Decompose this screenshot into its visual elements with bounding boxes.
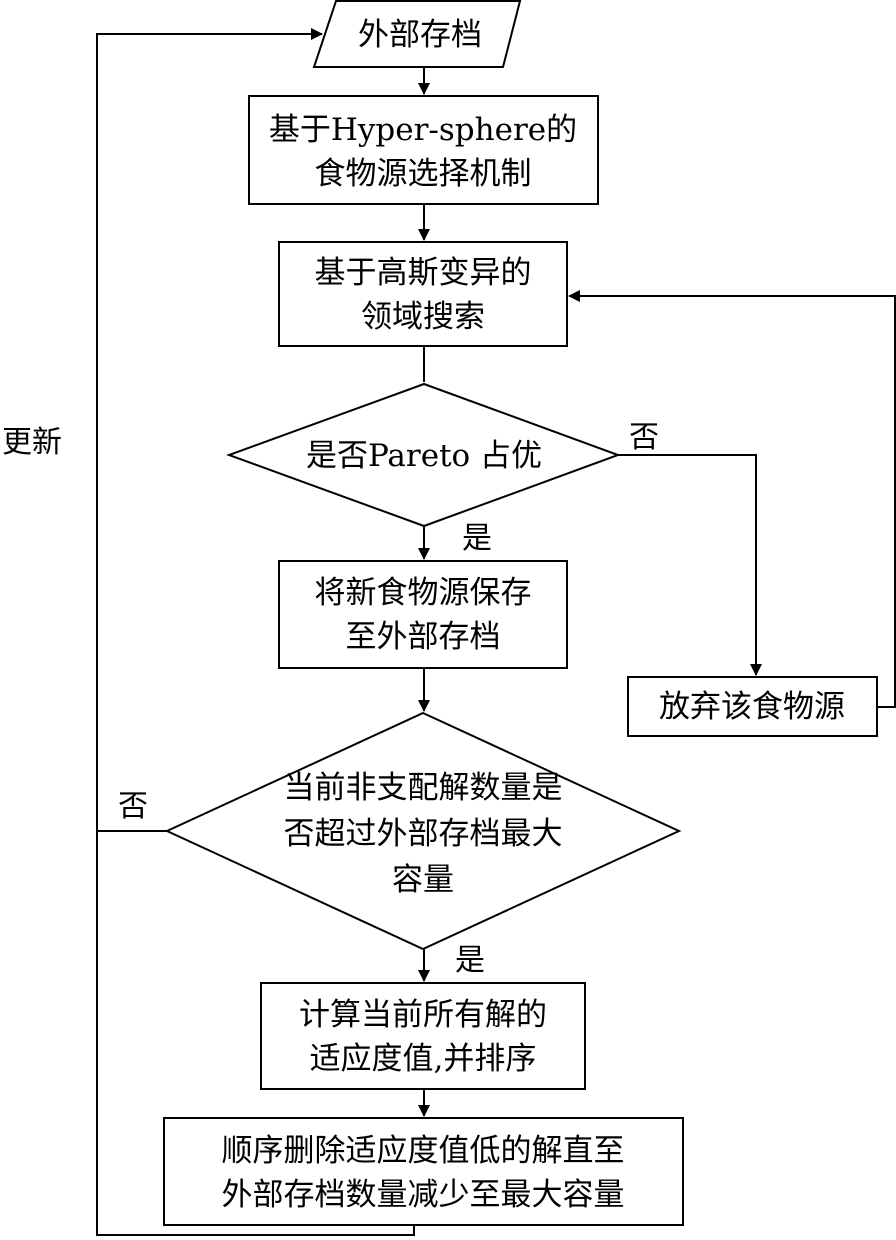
delete-low-fitness-label-line-1: 顺序删除适应度值低的解直至 [222, 1133, 625, 1169]
capacity-check-decision: 当前非支配解数量是 否超过外部存档最大 容量 [164, 711, 682, 951]
capacity-yes-label: 是 [455, 943, 485, 978]
capacity-check-label-line-2: 否超过外部存档最大 [284, 816, 563, 852]
save-food-source-label-line-2: 至外部存档 [346, 619, 501, 655]
external-archive-node: 外部存档 [312, 0, 522, 68]
selection-label-line-2: 食物源选择机制 [315, 156, 532, 192]
edge-pareto-no-to-discard [618, 454, 762, 676]
pareto-yes-label: 是 [462, 521, 492, 556]
neighborhood-search-node: 基于高斯变异的 领域搜索 [278, 241, 568, 347]
edge-discard-to-search [568, 290, 896, 708]
selection-label-line-1: 基于Hyper-sphere的 [269, 112, 577, 148]
save-food-source-node: 将新食物源保存 至外部存档 [278, 560, 568, 669]
edge-update-loop-to-archive [96, 28, 415, 1236]
delete-low-fitness-node: 顺序删除适应度值低的解直至 外部存档数量减少至最大容量 [163, 1117, 684, 1226]
discard-food-source-node: 放弃该食物源 [627, 676, 878, 737]
neighborhood-search-label-line-2: 领域搜索 [361, 299, 485, 335]
neighborhood-search-label-line-1: 基于高斯变异的 [315, 255, 532, 291]
delete-low-fitness-label-line-2: 外部存档数量减少至最大容量 [222, 1177, 625, 1213]
pareto-dominance-label: 是否Pareto 占优 [306, 438, 542, 474]
compute-fitness-label-line-1: 计算当前所有解的 [299, 997, 547, 1033]
save-food-source-label-line-1: 将新食物源保存 [315, 575, 532, 611]
external-archive-label: 外部存档 [358, 17, 482, 53]
compute-fitness-label-line-2: 适应度值,并排序 [310, 1041, 537, 1077]
discard-food-source-label: 放弃该食物源 [659, 689, 845, 725]
pareto-dominance-decision: 是否Pareto 占优 [226, 382, 621, 528]
capacity-no-label: 否 [118, 789, 148, 824]
external-archive-shape [312, 0, 522, 68]
discard-food-source-box [627, 676, 878, 737]
capacity-check-label-line-1: 当前非支配解数量是 [284, 770, 563, 806]
delete-low-fitness-box [163, 1117, 684, 1226]
update-label: 更新 [2, 425, 62, 460]
selection-node: 基于Hyper-sphere的 食物源选择机制 [248, 95, 599, 205]
compute-fitness-node: 计算当前所有解的 适应度值,并排序 [260, 982, 586, 1090]
pareto-no-label: 否 [629, 420, 659, 455]
capacity-check-label-line-3: 容量 [392, 862, 454, 898]
selection-box [248, 95, 599, 205]
